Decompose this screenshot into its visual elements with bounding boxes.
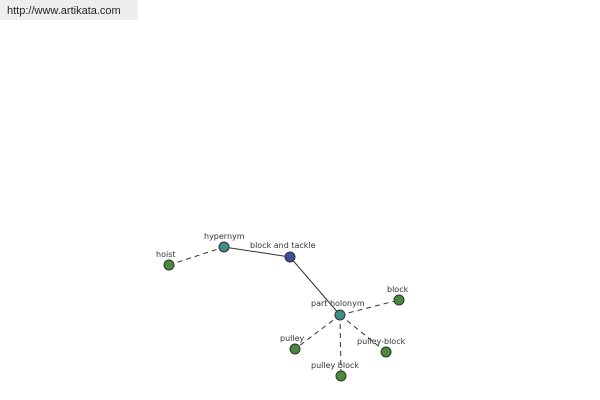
node-dot-pulley[interactable]	[289, 343, 301, 355]
node-label-block: block	[387, 285, 409, 294]
nodes: block and tackle hypernym part holonym hois…	[156, 232, 409, 382]
node-label-pulley: pulley	[280, 334, 305, 343]
node-label-pulley-block-hyphen: pulley-block	[357, 337, 406, 346]
node-pulley[interactable]: pulley	[280, 334, 305, 355]
edges	[168, 246, 400, 377]
edge-part_holonym-pulley_block	[339, 314, 342, 377]
edge-hoist-hypernym	[168, 246, 225, 266]
node-block[interactable]: block	[387, 285, 409, 306]
site-url[interactable]: http://www.artikata.com	[0, 0, 138, 20]
node-dot-part-holonym[interactable]	[334, 309, 346, 321]
node-label-block-and-tackle: block and tackle	[250, 241, 316, 250]
node-dot-hypernym[interactable]	[218, 241, 230, 253]
node-dot-pulley-block-hyphen[interactable]	[380, 346, 392, 358]
node-hypernym[interactable]: hypernym	[204, 232, 245, 253]
edge-part_holonym-block	[339, 299, 400, 316]
node-dot-hoist[interactable]	[163, 259, 175, 271]
node-label-hypernym: hypernym	[204, 232, 245, 241]
node-label-hoist: hoist	[156, 250, 176, 259]
node-hoist[interactable]: hoist	[156, 250, 176, 271]
node-block-and-tackle[interactable]: block and tackle	[250, 241, 316, 263]
node-dot-block-and-tackle[interactable]	[284, 251, 296, 263]
node-part-holonym[interactable]: part holonym	[311, 299, 365, 321]
node-label-pulley-block: pulley block	[311, 361, 359, 370]
edge-block_and_tackle-part_holonym	[289, 256, 341, 316]
node-dot-pulley-block[interactable]	[335, 370, 347, 382]
node-pulley-block[interactable]: pulley block	[311, 361, 359, 382]
edge-hypernym-block_and_tackle	[223, 246, 291, 258]
edge-part_holonym-pulley_block_hyphen	[339, 314, 387, 353]
edge-part_holonym-pulley	[294, 314, 341, 350]
node-label-part-holonym: part holonym	[311, 299, 365, 308]
node-pulley-block-hyphen[interactable]: pulley-block	[357, 337, 406, 358]
node-dot-block[interactable]	[393, 294, 405, 306]
